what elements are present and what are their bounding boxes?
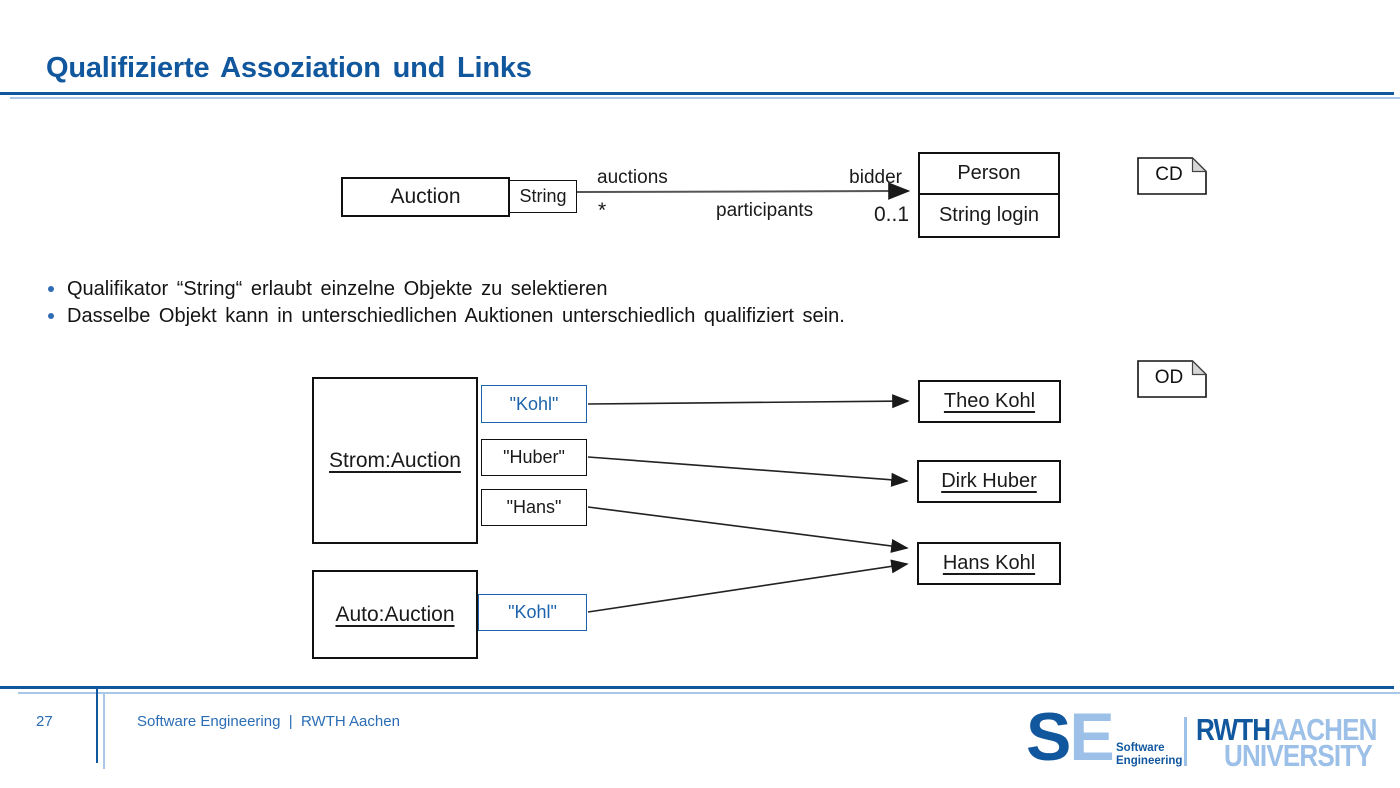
note-fold-shape xyxy=(1137,359,1208,398)
cd-mult-star: * xyxy=(598,199,607,222)
od-qualifier-huber-label: "Huber" xyxy=(503,447,565,467)
logo-divider xyxy=(1184,717,1187,766)
footer-divider-light xyxy=(103,692,105,769)
se-logo-caption: Software Engineering xyxy=(1116,742,1182,768)
rwth-logo-rwth: RWTH xyxy=(1196,712,1271,747)
footer-rule-light xyxy=(18,692,1400,694)
footer-divider-dark xyxy=(96,686,98,763)
od-object-auto-auction: Auto:Auction xyxy=(312,570,478,659)
se-logo: SE xyxy=(1026,703,1115,771)
cd-person-attribute-compartment: String login xyxy=(938,204,1040,226)
note-fold-shape xyxy=(1137,156,1208,195)
od-object-hans-kohl: Hans Kohl xyxy=(917,542,1061,585)
od-qualifier-kohl-auto-label: "Kohl" xyxy=(508,602,557,622)
od-object-theo-kohl: Theo Kohl xyxy=(918,380,1061,423)
header-rule-light xyxy=(10,97,1400,99)
rwth-logo-line1: RWTHAACHEN xyxy=(1196,714,1377,745)
od-arrow-kohl-theo xyxy=(587,394,910,409)
footer-caption: Software Engineering | RWTH Aachen xyxy=(137,713,400,730)
cd-person-name-compartment: Person xyxy=(920,154,1058,195)
header-rule-dark xyxy=(0,92,1394,95)
od-tag-label: OD xyxy=(1154,367,1184,388)
rwth-logo-university: UNIVERSITY xyxy=(1224,738,1373,773)
bullet-item: Qualifikator “String“ erlaubt einzelne O… xyxy=(48,278,607,301)
cd-class-auction: Auction xyxy=(341,177,510,217)
cd-class-auction-label: Auction xyxy=(390,185,461,208)
se-logo-letter-e: E xyxy=(1069,699,1114,775)
cd-class-person: Person String login xyxy=(918,152,1060,238)
rwth-logo-aachen: AACHEN xyxy=(1270,712,1377,747)
od-hans-kohl-label: Hans Kohl xyxy=(942,552,1036,574)
bullet-icon xyxy=(48,286,54,292)
cd-association-arrow xyxy=(576,182,911,200)
od-object-dirk-huber: Dirk Huber xyxy=(917,460,1061,503)
od-dirk-huber-label: Dirk Huber xyxy=(941,470,1037,492)
od-qualifier-kohl-auto: "Kohl" xyxy=(478,594,587,631)
od-qualifier-kohl-strom: "Kohl" xyxy=(481,385,587,423)
bullet-item: Dasselbe Objekt kann in unterschiedliche… xyxy=(48,305,845,328)
od-arrow-hans-hanskohl xyxy=(587,506,909,553)
od-qualifier-huber: "Huber" xyxy=(481,439,587,476)
page-title: Qualifizierte Assoziation und Links xyxy=(46,52,532,84)
od-strom-auction-label: Strom:Auction xyxy=(329,448,461,472)
cd-role-bidder: bidder xyxy=(849,167,902,188)
od-tag: OD xyxy=(1137,359,1208,398)
cd-tag-label: CD xyxy=(1155,164,1183,185)
se-logo-caption-line1: Software xyxy=(1116,742,1165,754)
od-theo-kohl-label: Theo Kohl xyxy=(943,390,1036,412)
od-qualifier-kohl-strom-label: "Kohl" xyxy=(509,393,559,414)
cd-mult-01: 0..1 xyxy=(874,203,910,226)
od-object-strom-auction: Strom:Auction xyxy=(312,377,478,544)
page-number: 27 xyxy=(36,713,53,730)
cd-qualifier-string-label: String xyxy=(519,186,567,206)
od-arrow-huber-dirk xyxy=(587,456,909,487)
bullet-text: Qualifikator “String“ erlaubt einzelne O… xyxy=(67,278,608,300)
od-arrow-kohl2-hanskohl xyxy=(587,559,909,613)
footer-rule-dark xyxy=(0,686,1394,689)
cd-role-auctions: auctions xyxy=(597,167,668,188)
cd-qualifier-string: String xyxy=(509,180,577,213)
od-qualifier-hans-label: "Hans" xyxy=(506,497,562,517)
cd-role-participants: participants xyxy=(716,200,814,221)
se-logo-caption-line2: Engineering xyxy=(1116,755,1183,768)
od-qualifier-hans: "Hans" xyxy=(481,489,587,526)
se-logo-letter-s: S xyxy=(1026,699,1071,775)
bullet-icon xyxy=(48,313,54,319)
cd-tag: CD xyxy=(1137,156,1208,195)
bullet-text: Dasselbe Objekt kann in unterschiedliche… xyxy=(67,305,845,327)
od-auto-auction-label: Auto:Auction xyxy=(335,602,455,626)
